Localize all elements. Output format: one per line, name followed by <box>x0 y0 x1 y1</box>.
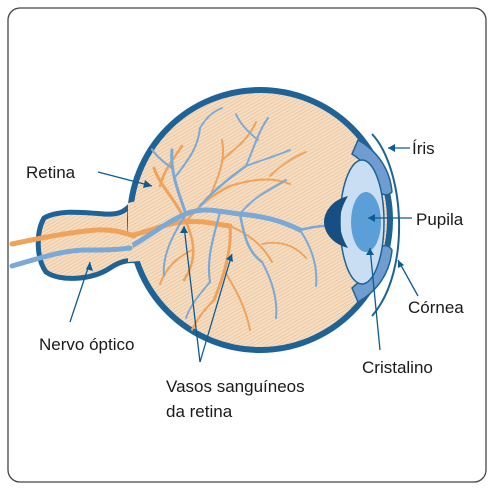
lens-label: Cristalino <box>362 358 433 377</box>
pupil-label: Pupila <box>416 210 464 229</box>
lens-inner <box>351 192 381 252</box>
iris-label: Íris <box>412 139 435 158</box>
vessels-label-line1: Vasos sanguíneos <box>166 377 305 396</box>
retina-label: Retina <box>26 163 76 182</box>
cornea-label: Córnea <box>408 298 464 317</box>
optic-nerve-label: Nervo óptico <box>39 335 134 354</box>
vessels-label-line2: da retina <box>166 402 233 421</box>
